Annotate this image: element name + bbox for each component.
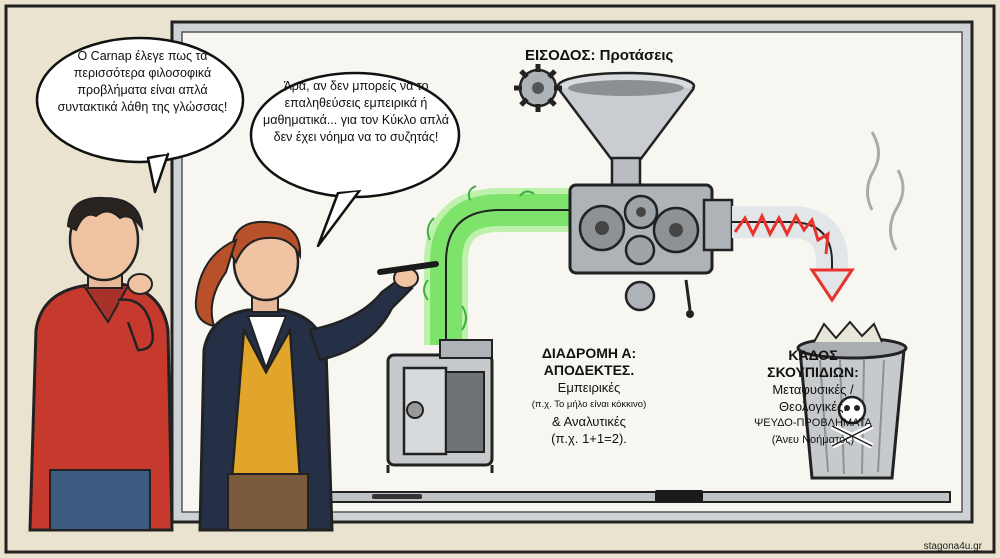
input-label: ΕΙΣΟΔΟΣ: Προτάσεις bbox=[525, 47, 674, 64]
route-a-empirical: Εμπειρικές bbox=[557, 380, 621, 395]
route-a-heading-2: ΑΠΟΔΕΚΤΕΣ. bbox=[543, 362, 635, 378]
trash-heading-1: ΚΑΔΟΣ bbox=[788, 347, 838, 363]
tray-marker bbox=[372, 494, 422, 499]
man-character bbox=[28, 196, 174, 532]
gear-icon-top-left bbox=[514, 64, 562, 112]
speech-text-left: Ο Carnap έλεγε πως τα περισσότερα φιλοσο… bbox=[57, 49, 228, 114]
trash-line-1: Μεταφυσικές / bbox=[772, 382, 854, 397]
rejection-pipe bbox=[732, 131, 905, 303]
woman-character bbox=[194, 220, 439, 532]
route-a-heading-1: ΔΙΑΔΡΟΜΗ Α: bbox=[541, 345, 637, 361]
trash-line-2: Θεολογικές. bbox=[779, 399, 847, 414]
route-a-analytic-example: (π.χ. 1+1=2). bbox=[551, 431, 627, 446]
arrow-down-icon bbox=[809, 268, 855, 303]
route-a-analytic: & Αναλυτικές bbox=[552, 414, 626, 429]
trash-heading-2: ΣΚΟΥΠΙΔΙΩΝ: bbox=[767, 364, 859, 380]
route-a-pipe bbox=[423, 185, 572, 345]
marker-pen bbox=[377, 261, 439, 275]
gear-icon bbox=[624, 234, 656, 266]
speech-text-right: Άρα, αν δεν μπορείς να το επαληθεύσεις ε… bbox=[263, 79, 449, 144]
trash-line-4: (Άνευ Νοήματος) bbox=[771, 434, 855, 446]
gear-icon bbox=[624, 280, 656, 312]
trash-line-3: ΨΕΥΔΟ-ΠΡΟΒΛΗΜΑΤΑ bbox=[754, 417, 872, 429]
smoke bbox=[866, 131, 905, 251]
safe-icon bbox=[386, 339, 494, 473]
speech-bubble-right bbox=[249, 71, 461, 248]
trash-can-icon bbox=[796, 320, 908, 480]
speech-bubble-left bbox=[35, 36, 245, 194]
credit: stagona4u.gr bbox=[923, 541, 982, 552]
route-a-empirical-example: (π.χ. Το μήλο είναι κόκκινο) bbox=[531, 399, 647, 410]
gearbox-machine bbox=[568, 183, 734, 318]
skull-icon bbox=[837, 395, 867, 425]
eraser bbox=[655, 490, 703, 502]
trash-label: ΚΑΔΟΣ ΣΚΟΥΠΙΔΙΩΝ: Μεταφυσικές / Θεολογικ… bbox=[748, 347, 878, 449]
route-a-label: ΔΙΑΔΡΟΜΗ Α: ΑΠΟΔΕΚΤΕΣ. Εμπειρικές (π.χ. … bbox=[524, 345, 654, 447]
panel-border bbox=[4, 4, 996, 554]
